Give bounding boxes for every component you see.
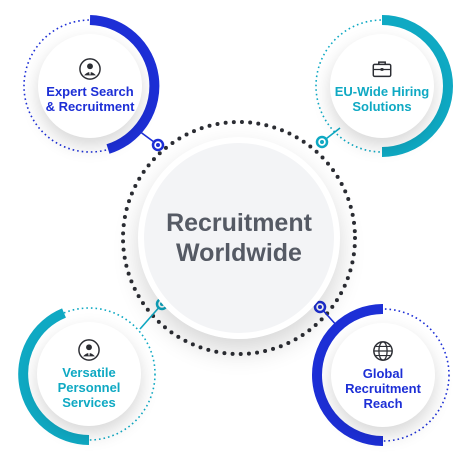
node-ring-arc [312, 304, 384, 446]
node-label: Versatile Personnel Services [57, 364, 121, 410]
node-label: Expert Search & Recruitment [45, 84, 135, 114]
node-label: Global Recruitment Reach [345, 365, 421, 411]
node-expert-search: Expert Search & Recruitment [38, 34, 142, 138]
person-suit-icon [79, 58, 101, 80]
briefcase-icon [372, 61, 392, 78]
center-title: Recruitment Worldwide [166, 209, 312, 267]
node-label: EU-Wide Hiring Solutions [334, 84, 430, 114]
node-eu-wide-hiring: EU-Wide Hiring Solutions [330, 34, 434, 138]
center-dotted-ring [121, 120, 357, 356]
node-ring-arc [89, 15, 160, 154]
node-ring-arc [381, 15, 453, 157]
person-suit-icon [78, 338, 100, 361]
center-circle: Recruitment Worldwide [138, 137, 340, 339]
globe-icon [373, 340, 393, 361]
node-global-reach: Global Recruitment Reach [331, 323, 435, 427]
node-versatile-personnel: Versatile Personnel Services [37, 322, 141, 426]
node-ring-arc [18, 308, 90, 445]
